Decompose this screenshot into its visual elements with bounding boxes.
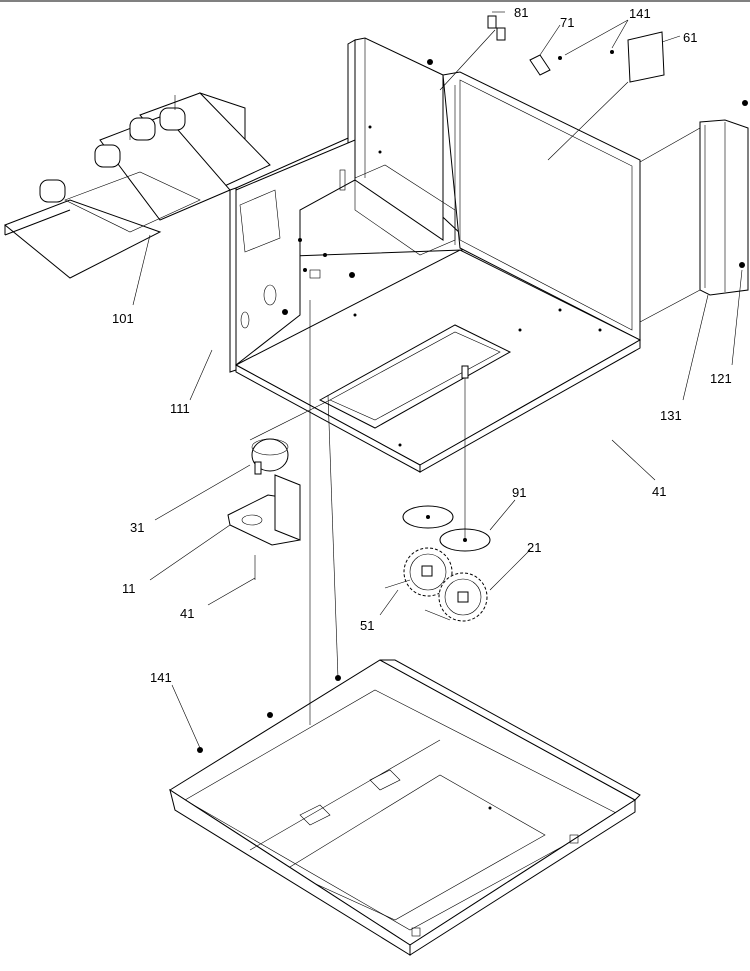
callout-21: 21: [527, 540, 541, 555]
leader-lines: [132, 11, 743, 749]
callout-81: 81: [514, 5, 528, 20]
callout-101: 101: [112, 311, 134, 326]
top-small-parts: [439, 15, 665, 161]
callout-71: 71: [560, 15, 574, 30]
callout-111: 111: [170, 401, 190, 416]
filter-assembly: [4, 92, 271, 279]
callout-61: 61: [683, 30, 697, 45]
main-cabinet: [229, 37, 642, 473]
callout-41-right: 41: [652, 484, 666, 499]
base-pan: [169, 300, 641, 956]
side-panel: [639, 100, 749, 323]
callout-41-left: 41: [180, 606, 194, 621]
callout-51: 51: [360, 618, 374, 633]
callout-31: 31: [130, 520, 144, 535]
callout-141-bottom: 141: [150, 670, 172, 685]
motor-bracket-assembly: [227, 399, 331, 580]
fan-wheels: [384, 365, 491, 622]
callout-91: 91: [512, 485, 526, 500]
callout-141-top: 141: [629, 6, 651, 21]
callout-121: 121: [710, 371, 732, 386]
callout-131: 131: [660, 408, 682, 423]
callout-11: 11: [122, 581, 136, 596]
